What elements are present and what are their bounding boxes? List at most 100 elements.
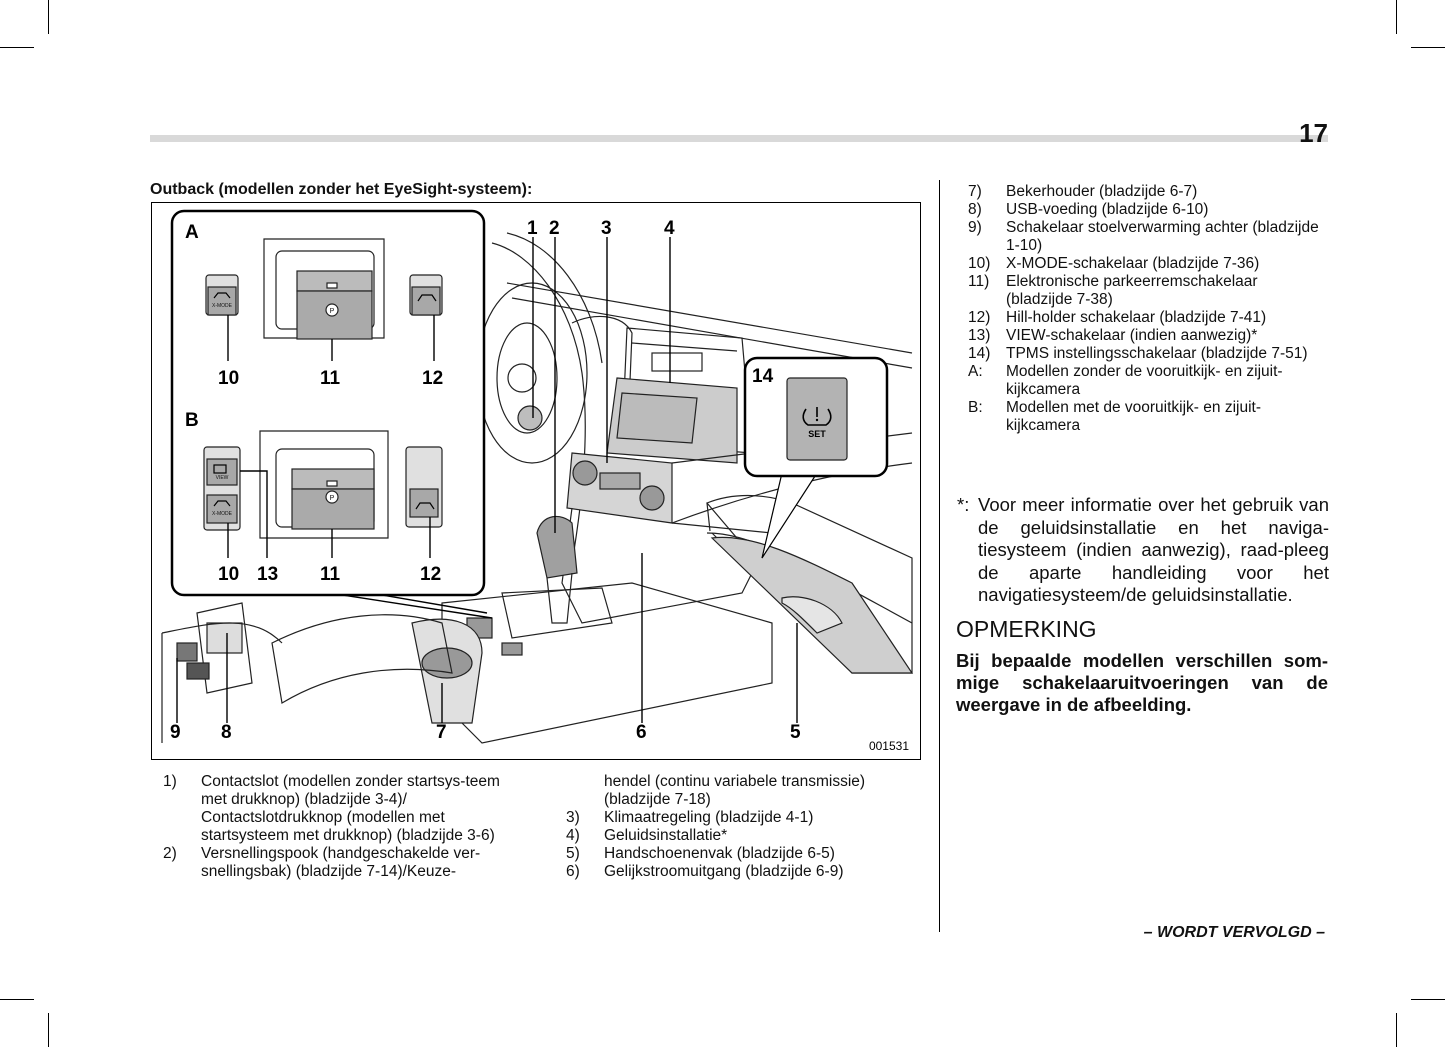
legend-number	[566, 773, 604, 809]
callout-number: 2	[549, 218, 560, 239]
legend-text: X-MODE-schakelaar (bladzijde 7-36)	[1006, 255, 1260, 272]
legend-item: 13) VIEW-schakelaar (indien aanwezig)*	[968, 327, 1328, 345]
legend-text: Bekerhouder (bladzijde 6-7)	[1006, 183, 1198, 200]
legend-text: Klimaatregeling (bladzijde 4-1)	[604, 809, 814, 826]
legend-number: 10)	[968, 255, 991, 272]
callout-number: 12	[422, 368, 443, 389]
footnote: *: Voor meer informatie over het gebruik…	[957, 494, 1329, 607]
callout-number: 3	[601, 218, 612, 239]
legend-number: 3)	[566, 809, 580, 826]
legend-text: Handschoenenvak (bladzijde 6-5)	[604, 845, 835, 862]
callout-number: 6	[636, 722, 647, 743]
callout-number: 7	[436, 722, 447, 743]
page-number: 17	[1299, 118, 1328, 148]
legend-number: 1)	[163, 773, 177, 790]
figure-code: 001531	[869, 739, 909, 753]
legend-number: 11)	[968, 273, 990, 290]
crop-mark	[1411, 47, 1445, 48]
crop-mark	[48, 0, 49, 34]
crop-mark	[1396, 1013, 1397, 1047]
dashboard-drawing: X-MODE X-MODE VIEW P P SET A B 10 11 12 …	[161, 209, 914, 753]
legend-item: 5) Handschoenenvak (bladzijde 6-5)	[566, 845, 911, 863]
legend-item: 8) USB-voeding (bladzijde 6-10)	[968, 201, 1328, 219]
legend-item: 11) Elektronische parkeerremschakelaar (…	[968, 273, 1328, 309]
legend-number: 6)	[566, 863, 580, 880]
legend-item: 2) Versnellingspook (handgeschakelde ver…	[163, 845, 520, 881]
legend-text: Schakelaar stoelverwarming achter (bladz…	[1006, 219, 1319, 254]
legend-item: 1) Contactslot (modellen zonder startsys…	[163, 773, 520, 845]
legend-text: VIEW-schakelaar (indien aanwezig)*	[1006, 327, 1258, 344]
legend-text: Versnellingspook (handgeschakelde ver-sn…	[201, 845, 481, 880]
legend-text: Contactslot (modellen zonder startsys-te…	[201, 773, 500, 844]
crop-mark	[1396, 0, 1397, 34]
legend-text: hendel (continu variabele transmissie) (…	[604, 773, 866, 808]
legend-item: 9) Schakelaar stoelverwarming achter (bl…	[968, 219, 1328, 255]
callout-number: 11	[320, 564, 341, 585]
callout-number: 5	[790, 722, 801, 743]
legend-number: 12)	[968, 309, 991, 326]
footnote-text: Voor meer informatie over het gebruik va…	[978, 494, 1329, 605]
legend-number: 8)	[968, 201, 982, 218]
legend-item: 10) X-MODE-schakelaar (bladzijde 7-36)	[968, 255, 1328, 273]
legend-right: 7) Bekerhouder (bladzijde 6-7) 8) USB-vo…	[968, 183, 1328, 435]
car-icon	[213, 292, 437, 510]
legend-text: Hill-holder schakelaar (bladzijde 7-41)	[1006, 309, 1267, 326]
callout-number: 1	[527, 218, 538, 239]
crop-mark	[1411, 999, 1445, 1000]
legend-number: B:	[968, 399, 983, 416]
legend-item: 7) Bekerhouder (bladzijde 6-7)	[968, 183, 1328, 201]
legend-item: 14) TPMS instellingsschakelaar (bladzijd…	[968, 345, 1328, 363]
note-body: Bij bepaalde modellen verschillen som-mi…	[956, 650, 1328, 715]
legend-item: A: Modellen zonder de vooruitkijk- en zi…	[968, 363, 1328, 399]
callout-number: 11	[320, 368, 341, 389]
park-label: P	[330, 308, 335, 315]
legend-text: TPMS instellingsschakelaar (bladzijde 7-…	[1006, 345, 1308, 362]
legend-item: 6) Gelijkstroomuitgang (bladzijde 6-9)	[566, 863, 911, 881]
view-label: VIEW	[216, 475, 229, 481]
tpms-warning-icon	[802, 407, 832, 426]
legend-text: Geluidsinstallatie*	[604, 827, 728, 844]
legend-number: 9)	[968, 219, 982, 236]
legend-number: 5)	[566, 845, 580, 862]
legend-number: 13)	[968, 327, 991, 344]
callout-number: 4	[664, 218, 675, 239]
legend-item: B: Modellen met de vooruitkijk- en zijui…	[968, 399, 1328, 435]
footnote-marker: *:	[957, 494, 970, 515]
header-rule	[150, 135, 1328, 142]
legend-item: 3) Klimaatregeling (bladzijde 4-1)	[566, 809, 911, 827]
legend-text: USB-voeding (bladzijde 6-10)	[1006, 201, 1209, 218]
callout-number: 10	[218, 368, 239, 389]
legend-text: Modellen zonder de vooruitkijk- en zijui…	[1006, 363, 1283, 398]
dashboard-illustration: X-MODE X-MODE VIEW P P SET A B 10 11 12 …	[151, 202, 921, 760]
callout-number: 10	[218, 564, 239, 585]
legend-number: A:	[968, 363, 983, 380]
figure-title: Outback (modellen zonder het EyeSight-sy…	[150, 181, 533, 198]
legend-middle: hendel (continu variabele transmissie) (…	[566, 773, 911, 881]
legend-left: 1) Contactslot (modellen zonder startsys…	[163, 773, 520, 881]
callout-number: 12	[420, 564, 441, 585]
legend-number: 2)	[163, 845, 177, 862]
legend-number: 14)	[968, 345, 991, 362]
continued-marker: – WORDT VERVOLGD –	[1143, 924, 1325, 941]
legend-number: 7)	[968, 183, 982, 200]
crop-mark	[48, 1013, 49, 1047]
xmode-label: X-MODE	[212, 511, 233, 517]
park-label: P	[330, 495, 335, 502]
inset-a-label: A	[185, 222, 199, 243]
callout-number: 8	[221, 722, 232, 743]
legend-number: 4)	[566, 827, 580, 844]
legend-text: Gelijkstroomuitgang (bladzijde 6-9)	[604, 863, 844, 880]
callout-number: 13	[257, 564, 278, 585]
legend-item: 12) Hill-holder schakelaar (bladzijde 7-…	[968, 309, 1328, 327]
crop-mark	[0, 999, 34, 1000]
note-heading: OPMERKING	[956, 616, 1097, 642]
legend-text: Elektronische parkeerremschakelaar (blad…	[1006, 273, 1258, 308]
callout-number: 9	[170, 722, 181, 743]
legend-item: hendel (continu variabele transmissie) (…	[566, 773, 911, 809]
legend-text: Modellen met de vooruitkijk- en zijuit-k…	[1006, 399, 1261, 434]
xmode-label: X-MODE	[212, 303, 233, 309]
callout-number: 14	[752, 366, 774, 387]
tpms-set-label: SET	[808, 429, 826, 439]
column-divider	[939, 180, 940, 932]
crop-mark	[0, 47, 34, 48]
